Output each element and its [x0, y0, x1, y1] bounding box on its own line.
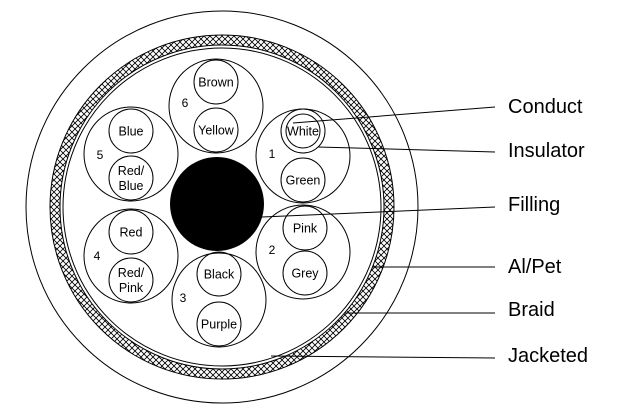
wire-insulator	[193, 59, 239, 105]
filling-core	[170, 157, 264, 251]
callout-leader-line	[292, 106, 496, 124]
callout-al-pet: Al/Pet	[372, 256, 562, 278]
pair-number: 2	[269, 243, 276, 257]
callout-braid: Braid	[344, 299, 555, 321]
callout-insulator: Insulator	[317, 140, 585, 162]
wire-insulator	[196, 301, 242, 347]
pair-number: 6	[182, 96, 189, 110]
callout-conduct: Conduct	[292, 96, 583, 124]
wire-insulator	[196, 251, 242, 297]
wire-color-label: Yellow	[198, 124, 235, 138]
callouts: ConductInsulatorFillingAl/PetBraidJacket…	[261, 96, 588, 367]
wire-insulator	[193, 107, 239, 153]
wire-conductor	[285, 113, 321, 149]
wire-color-label: White	[287, 125, 319, 139]
braid-inner-edge	[59, 44, 385, 370]
wire-color-label: Brown	[198, 76, 233, 90]
wire-insulator	[108, 257, 154, 303]
callout-jacketed: Jacketed	[270, 345, 588, 367]
wire-insulator	[280, 157, 326, 203]
twisted-pairs: WhiteGreen1PinkGrey2BlackPurple3RedRed/P…	[83, 58, 351, 348]
wire-insulator	[108, 108, 154, 154]
braid-outer-edge	[49, 34, 395, 380]
wire-insulator	[282, 250, 328, 296]
wire-insulator	[282, 205, 328, 251]
callout-label: Braid	[508, 299, 555, 321]
callout-label: Filling	[508, 194, 560, 216]
callout-label: Al/Pet	[508, 256, 562, 278]
callout-leader-line	[317, 146, 496, 153]
callout-label: Conduct	[508, 96, 583, 118]
pair-2-outline	[255, 204, 351, 300]
callout-leader-line	[270, 355, 496, 359]
al-pet-foil	[62, 47, 382, 367]
wire-color-label: Blue	[118, 125, 143, 139]
callout-filling: Filling	[261, 194, 560, 218]
pair-6-outline	[168, 58, 264, 154]
callout-label: Jacketed	[508, 345, 588, 367]
wire-color-label: Green	[286, 174, 321, 188]
wire-insulator	[108, 155, 154, 201]
wire-insulator	[280, 108, 326, 154]
pair-number: 4	[94, 249, 101, 263]
wire-color-label: Red	[120, 226, 143, 240]
wire-color-label: Grey	[291, 267, 319, 281]
callout-leader-line	[261, 206, 496, 218]
pair-5-outline	[83, 106, 179, 202]
wire-insulator	[108, 209, 154, 255]
pair-number: 1	[269, 147, 276, 161]
callout-label: Insulator	[508, 140, 585, 162]
wire-color-label: Red/Blue	[118, 164, 145, 193]
pair-3-outline	[171, 252, 267, 348]
pair-4-outline	[83, 208, 179, 304]
pair-number: 5	[97, 148, 104, 162]
wire-color-label: Purple	[201, 318, 237, 332]
wire-color-label: Pink	[293, 222, 318, 236]
wire-color-label: Black	[204, 268, 235, 282]
wire-color-label: Red/Pink	[118, 266, 145, 295]
pair-number: 3	[180, 291, 187, 305]
